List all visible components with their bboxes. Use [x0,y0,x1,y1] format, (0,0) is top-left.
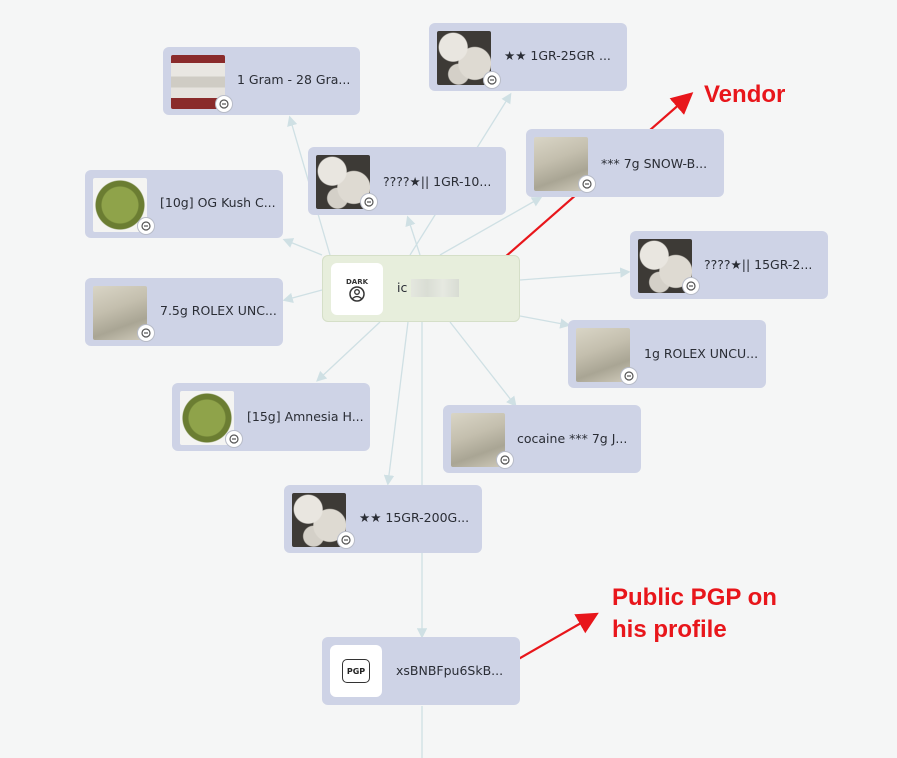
listing-icon [215,95,233,113]
listing-node[interactable]: ★★ 1GR-25GR ... [429,23,627,91]
edge [439,196,543,256]
listing-icon [137,217,155,235]
pgp-annotation-line2: his profile [612,616,727,643]
listing-label: 1g ROLEX UNCU... [644,346,759,361]
pgp-key-icon: PGP [330,645,382,697]
listing-label: ★★ 1GR-25GR ... [504,48,611,63]
pgp-key-label: xsBNBFpu6SkB... [396,663,504,678]
listing-node[interactable]: ????★|| 15GR-2... [630,231,828,299]
listing-label: 7.5g ROLEX UNC... [160,303,277,318]
listing-node[interactable]: 1g ROLEX UNCU... [568,320,766,388]
vendor-annotation: Vendor [704,81,786,108]
listing-node[interactable]: [15g] Amnesia H... [172,383,370,451]
listing-label: cocaine *** 7g J... [517,431,628,446]
listing-icon [360,193,378,211]
listing-thumbnail [638,239,692,293]
listing-label: 1 Gram - 28 Gra... [237,72,351,87]
edge [519,315,571,329]
listing-thumbnail [437,31,491,85]
redacted-name [411,279,459,297]
listing-icon [483,71,501,89]
listing-label: [15g] Amnesia H... [247,409,364,424]
listing-label: *** 7g SNOW-B... [601,156,708,171]
svg-text:DARK: DARK [346,278,369,286]
vendor-label: ic [397,280,408,295]
edge [282,289,323,303]
listing-label: ★★ 15GR-200G... [359,510,470,525]
listing-node[interactable]: cocaine *** 7g J... [443,405,641,473]
vendor-node[interactable]: DARK ic [322,255,520,322]
listing-node[interactable]: 1 Gram - 28 Gra... [163,47,360,115]
listing-icon [337,531,355,549]
darkweb-user-icon: DARK [331,263,383,315]
edge [316,321,381,382]
pgp-node[interactable]: PGP xsBNBFpu6SkB... [322,637,520,705]
listing-node[interactable]: *** 7g SNOW-B... [526,129,724,197]
listing-node[interactable]: [10g] OG Kush C... [85,170,283,238]
listing-icon [578,175,596,193]
edge [282,238,323,256]
pgp-annotation: Public PGP on his profile [612,582,777,646]
listing-icon [496,451,514,469]
edge [405,215,421,256]
listing-node[interactable]: ★★ 15GR-200G... [284,485,482,553]
listing-icon [682,277,700,295]
listing-node[interactable]: ????★|| 1GR-10... [308,147,506,215]
listing-icon [620,367,638,385]
listing-icon [225,430,243,448]
listing-label: ????★|| 1GR-10... [383,174,492,189]
edge [519,267,631,281]
edge [449,321,517,408]
pgp-arrow [507,612,599,666]
edge [383,321,409,486]
listing-node[interactable]: 7.5g ROLEX UNC... [85,278,283,346]
listing-label: ????★|| 15GR-2... [704,257,813,272]
pgp-annotation-line1: Public PGP on [612,584,777,611]
listing-icon [137,324,155,342]
listing-label: [10g] OG Kush C... [160,195,276,210]
